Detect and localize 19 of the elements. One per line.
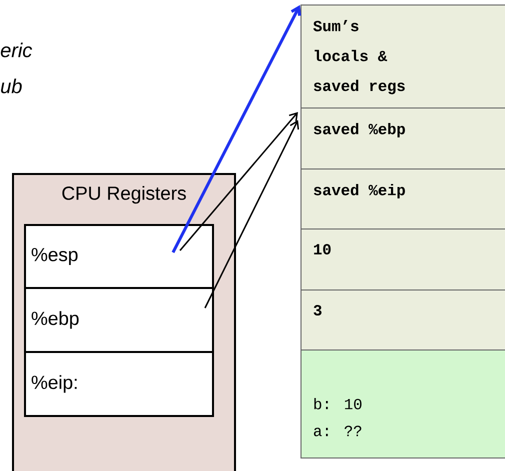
register-box: %ebp <box>24 287 214 353</box>
note-text: eric <box>0 42 32 58</box>
stack-cell: 3 <box>300 290 505 350</box>
stack-cell: 10 <box>300 228 505 290</box>
register-box: %eip: <box>24 351 214 417</box>
stack-cell: saved %eip <box>300 168 505 230</box>
node-label: saved %eip <box>314 184 405 198</box>
arrow <box>179 112 298 251</box>
node-label: 3 <box>314 304 322 316</box>
stack-cell: Sum’s locals & saved regs <box>300 4 505 108</box>
note-text: ub <box>1 78 22 94</box>
arrow <box>204 120 300 308</box>
stack-cell: saved %ebp <box>300 108 505 170</box>
node-label: 10 <box>314 244 331 254</box>
register-box: %esp <box>24 224 214 289</box>
node-label: Sum’s locals & saved regs <box>313 20 405 94</box>
node-label: saved %ebp <box>314 122 405 138</box>
arrow <box>172 5 302 254</box>
stack-cell: b: 10 a: ?? <box>300 350 505 458</box>
